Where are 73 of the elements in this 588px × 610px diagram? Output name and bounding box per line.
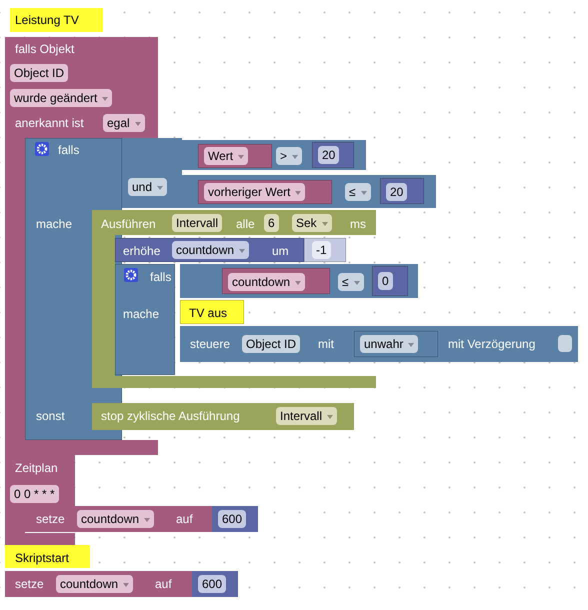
number-block	[372, 266, 408, 296]
dropdown-field: unwahr	[360, 335, 418, 353]
dropdown-field: und	[128, 178, 168, 196]
dropdown-field: ≤	[338, 273, 364, 291]
block-label: mache	[36, 216, 72, 233]
block-label: mit	[318, 336, 334, 353]
block-label: alle	[236, 216, 255, 233]
comment-text: Leistung TV	[15, 12, 79, 29]
set-variable-block	[5, 571, 195, 597]
value-field: -1	[312, 241, 331, 259]
comment-text: Skriptstart	[15, 550, 70, 567]
block-label: stop zyklische Ausführung	[101, 408, 240, 425]
set-variable-block	[25, 506, 215, 532]
comment-box	[180, 300, 244, 324]
control-block	[180, 326, 578, 362]
comment-text: TV aus	[189, 305, 228, 322]
dropdown-field: vorheriger Wert	[204, 183, 306, 201]
dropdown-field: >	[276, 147, 302, 165]
compare-block	[180, 264, 418, 298]
value-field: 20	[318, 146, 340, 164]
increment-block	[115, 238, 304, 262]
block-label: auf	[155, 576, 172, 593]
value-field: 0 0 * * *	[10, 485, 59, 503]
value-field: Object ID	[242, 335, 300, 353]
value-field: 6	[264, 214, 279, 232]
dropdown-field: countdown	[77, 510, 154, 528]
dropdown-field: wurde geändert	[10, 89, 112, 107]
block-label: mache	[123, 306, 160, 323]
compare-block	[182, 175, 436, 208]
block-label: sonst	[36, 408, 65, 425]
if-block	[115, 264, 175, 375]
dropdown-field: Sek	[292, 214, 332, 232]
number-block	[212, 506, 258, 532]
block-label: falls Objekt	[15, 41, 74, 58]
number-block	[380, 178, 424, 204]
comment-box	[10, 8, 103, 32]
dropdown-field: Wert	[204, 147, 248, 165]
comment-box	[5, 545, 90, 568]
block-label: erhöhe	[123, 243, 160, 260]
boolean-block	[354, 331, 438, 357]
dropdown-field: countdown	[56, 575, 134, 593]
block-label: steuere	[190, 336, 230, 353]
value-field: 20	[386, 183, 408, 201]
block-label: mit Verzögerung	[448, 336, 536, 353]
block-label: setze	[15, 576, 44, 593]
value-block	[198, 180, 332, 204]
block-label: um	[272, 243, 289, 260]
stop-block	[92, 403, 354, 430]
dropdown-field: Intervall	[276, 407, 338, 425]
block-label: falls	[150, 269, 172, 286]
variable-block	[222, 268, 330, 294]
dropdown-field: egal	[103, 114, 145, 132]
number-block	[192, 571, 238, 597]
compare-block	[182, 140, 366, 170]
block-label: Ausführen	[101, 216, 156, 233]
block-label: auf	[176, 511, 193, 528]
block-label: setze	[36, 511, 65, 528]
value-field: Intervall	[172, 214, 222, 232]
block-label: falls	[58, 142, 80, 159]
number-block	[312, 142, 354, 168]
block-label: Zeitplan	[15, 460, 58, 477]
block-label: ms	[350, 216, 366, 233]
number-block	[304, 238, 346, 262]
block-label: anerkannt ist	[15, 115, 84, 132]
value-field: Object ID	[10, 64, 68, 82]
value-field: 600	[218, 510, 246, 528]
value-field: 0	[378, 272, 393, 290]
logic-block	[122, 138, 182, 208]
value-block	[198, 144, 272, 168]
value-field: 600	[198, 575, 226, 593]
dropdown-field: countdown	[228, 273, 306, 291]
dropdown-field: countdown	[172, 241, 250, 259]
dropdown-field: ≤	[345, 183, 371, 201]
